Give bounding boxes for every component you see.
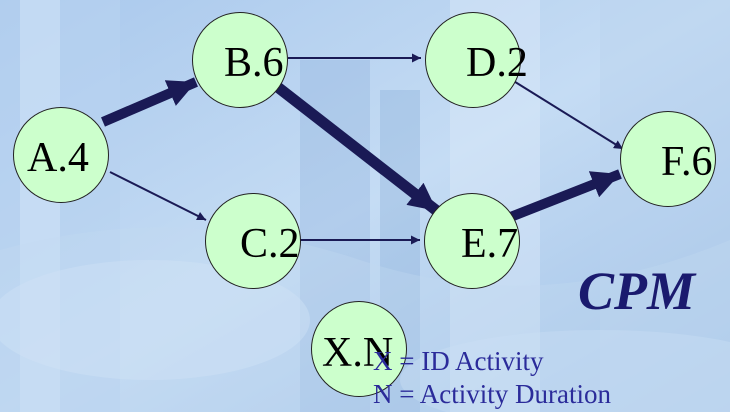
edge-d-f <box>511 79 624 150</box>
node-b <box>192 12 288 108</box>
node-b-label: B.6 <box>224 40 284 86</box>
node-x-label: X.N <box>322 330 394 376</box>
legend-line-id: X = ID Activity <box>373 346 544 376</box>
node-c <box>205 193 301 289</box>
node-e <box>424 193 520 289</box>
edge-e-f <box>506 169 622 223</box>
node-f <box>620 111 716 207</box>
node-x <box>311 301 407 397</box>
node-a-label: A.4 <box>27 135 89 181</box>
node-f-label: F.6 <box>661 139 713 185</box>
edge-b-e <box>271 80 441 216</box>
legend-line-duration: N = Activity Duration <box>373 379 611 409</box>
edge-a-c <box>109 171 207 221</box>
edge-a-b <box>101 77 198 127</box>
node-e-label: E.7 <box>461 221 519 267</box>
node-a <box>13 107 109 203</box>
node-c-label: C.2 <box>240 221 300 267</box>
diagram-title: CPM <box>578 261 696 321</box>
node-d-label: D.2 <box>466 40 528 86</box>
node-d <box>425 12 521 108</box>
